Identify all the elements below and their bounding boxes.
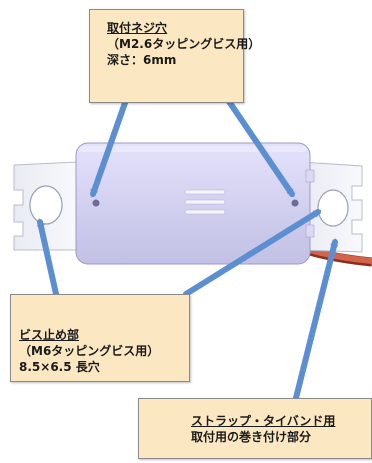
callout-text: （M6タッピングビス用） xyxy=(19,344,160,358)
callout-text: 取付用の巻き付け部分 xyxy=(191,430,312,444)
right-slot-hole xyxy=(317,189,349,227)
callout-screw-holes: 取付ネジ穴 （M2.6タッピングビス用） 深さ：6mm xyxy=(89,9,261,103)
pointer-arrow-icon xyxy=(36,218,59,297)
callout-strap-mount: ストラップ・タイバンド用 取付用の巻き付け部分 xyxy=(138,398,372,459)
left-slot-hole xyxy=(29,185,63,225)
callout-title: ビス止め部 xyxy=(19,328,80,342)
callout-text: 8.5×6.5 長穴 xyxy=(19,360,100,374)
screw-hole-left xyxy=(92,199,100,207)
pointer-arrow-icon xyxy=(90,97,129,198)
pointer-arrow-icon xyxy=(293,238,338,401)
right-mounting-bracket xyxy=(299,161,363,253)
left-mounting-bracket xyxy=(13,161,79,251)
pointer-arrow-icon xyxy=(225,97,295,198)
callout-title: 取付ネジ穴 xyxy=(107,21,168,35)
screw-hole-right xyxy=(291,199,299,207)
pointer-arrows xyxy=(36,97,338,401)
pointer-arrow-icon xyxy=(183,209,322,297)
device-housing-icon xyxy=(75,142,315,265)
callout-text: （M2.6タッピングビス用） xyxy=(107,37,261,51)
callout-text: 深さ：6mm xyxy=(107,53,177,67)
callout-title: ストラップ・タイバンド用 xyxy=(191,414,336,428)
callout-screw-mount: ビス止め部 （M6タッピングビス用） 8.5×6.5 長穴 xyxy=(10,294,190,382)
